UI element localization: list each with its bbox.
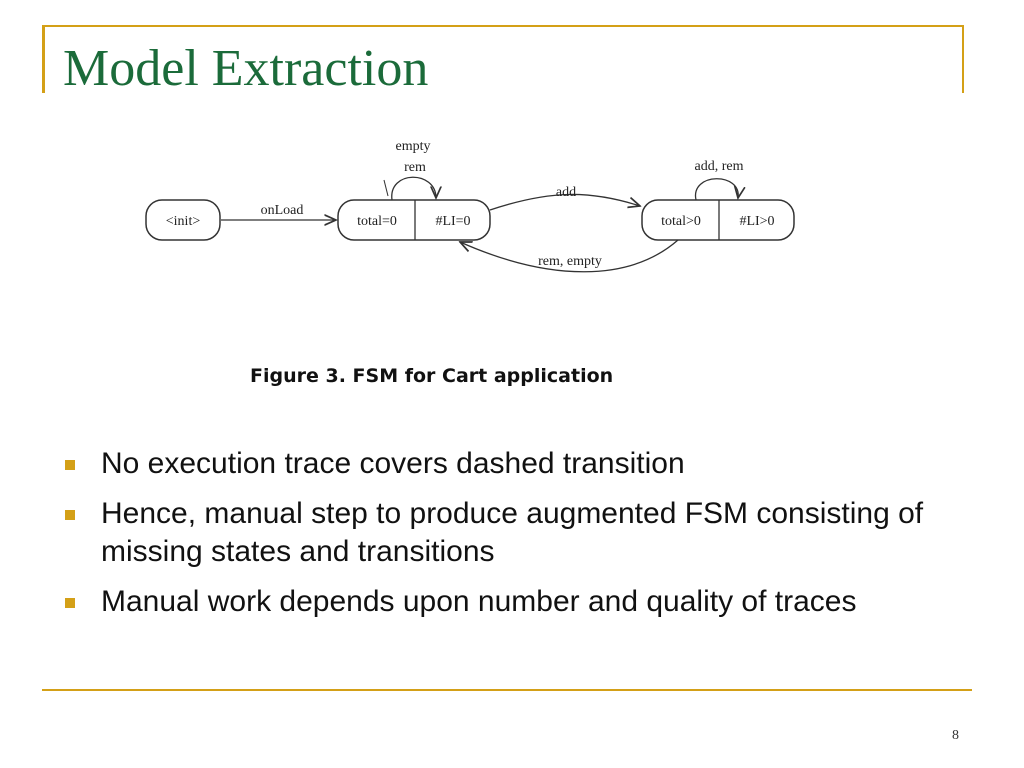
bullet-text: Hence, manual step to produce augmented … [101,497,924,568]
fsm-diagram: <init> onLoad total=0 #LI=0 empty rem ad… [145,139,795,273]
state-empty-cart-total: total=0 [357,214,397,229]
bullet-item: No execution trace covers dashed transit… [63,445,943,483]
transition-self-loop-empty [391,176,436,201]
transition-onload-label: onLoad [261,203,304,218]
bullet-item: Hence, manual step to produce augmented … [63,495,943,571]
transition-self-loop-rem [383,179,389,197]
frame-left-border [42,25,45,93]
state-nonempty-cart-li: #LI>0 [739,214,774,229]
square-bullet-icon [65,598,75,608]
state-empty-cart-li: #LI=0 [435,214,470,229]
transition-add-label: add [556,185,576,200]
frame-right-border [962,25,964,93]
transition-rem-empty [460,239,679,273]
page-number: 8 [952,728,959,743]
footer-rule [42,689,972,691]
bullet-text: Manual work depends upon number and qual… [101,585,857,618]
bullet-list: No execution trace covers dashed transit… [63,445,943,633]
slide-title: Model Extraction [63,40,429,97]
figure-caption: Figure 3. FSM for Cart application [250,365,614,387]
self-loop-label-empty: empty [396,139,431,154]
state-nonempty-cart-total: total>0 [661,214,701,229]
state-nonempty-cart [641,199,795,241]
state-init [145,199,221,241]
self-loop-label-add-rem: add, rem [695,159,744,174]
transition-add [489,193,640,211]
transition-self-loop-add-rem [695,178,739,201]
transition-rem-empty-label: rem, empty [538,254,602,269]
self-loop-label-rem: rem [404,160,426,175]
fsm-figure: <init> onLoad total=0 #LI=0 empty rem ad… [130,132,810,302]
state-init-label: <init> [166,214,201,229]
bullet-text: No execution trace covers dashed transit… [101,447,685,480]
square-bullet-icon [65,460,75,470]
square-bullet-icon [65,510,75,520]
bullet-item: Manual work depends upon number and qual… [63,583,943,621]
state-empty-cart [337,199,491,241]
frame-top-border [42,25,964,27]
